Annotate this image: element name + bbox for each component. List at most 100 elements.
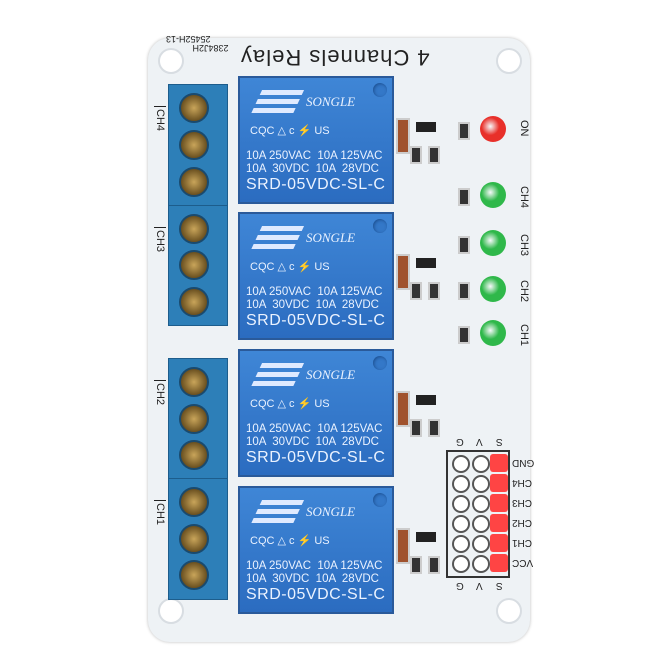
screw-icon[interactable]	[179, 403, 209, 434]
header-col-label: V	[476, 580, 483, 591]
header-row-label: GND	[512, 457, 535, 468]
resistor	[428, 556, 440, 574]
screw-icon[interactable]	[179, 440, 209, 471]
relay-spec: 10A 250VAC 10A 125VAC 10A 30VDC 10A 28VD…	[246, 423, 383, 448]
board-title: 4 Channels Relay	[240, 45, 430, 70]
header-pin[interactable]	[452, 535, 470, 553]
diode	[396, 254, 410, 290]
channel-label: CH4	[154, 106, 166, 132]
resistor	[458, 326, 470, 344]
relay-dimple	[373, 83, 387, 97]
board-code-line: 2384J2H	[192, 43, 229, 53]
led-indicator	[480, 230, 506, 256]
header-pin[interactable]	[472, 455, 490, 473]
header-pin-signal[interactable]	[490, 494, 508, 512]
led-label: CH3	[518, 234, 530, 257]
resistor	[458, 282, 470, 300]
led-label: CH2	[518, 280, 530, 303]
transistor	[416, 258, 436, 268]
header-pin[interactable]	[452, 555, 470, 573]
mount-hole	[496, 48, 522, 74]
header-pin[interactable]	[452, 515, 470, 533]
header-pin[interactable]	[472, 495, 490, 513]
header-pin-signal[interactable]	[490, 454, 508, 472]
channel-label: CH3	[154, 227, 166, 253]
resistor	[458, 122, 470, 140]
screw-icon[interactable]	[179, 130, 209, 160]
header-pin[interactable]	[452, 455, 470, 473]
screw-terminal[interactable]	[168, 478, 228, 600]
led-indicator	[480, 276, 506, 302]
screw-icon[interactable]	[179, 487, 209, 517]
screw-icon[interactable]	[179, 523, 209, 554]
led-label: CH1	[518, 324, 530, 347]
pin-header[interactable]	[446, 450, 510, 578]
relay-certs: CQC △ c ⚡ US	[250, 125, 330, 137]
header-pin-signal[interactable]	[490, 514, 508, 532]
relay-dimple	[373, 219, 387, 233]
led-indicator	[480, 182, 506, 208]
relay-brand: SONGLE	[306, 230, 356, 245]
header-pin-signal[interactable]	[490, 474, 508, 492]
screw-icon[interactable]	[179, 250, 209, 281]
transistor	[416, 122, 436, 132]
relay-model: SRD-05VDC-SL-C	[246, 586, 386, 603]
relay-certs: CQC △ c ⚡ US	[250, 535, 330, 547]
relay: SONGLE CQC △ c ⚡ US 10A 250VAC 10A 125VA…	[238, 76, 394, 204]
relay-brand: SONGLE	[306, 94, 356, 109]
relay-dimple	[373, 493, 387, 507]
header-pin[interactable]	[472, 475, 490, 493]
resistor	[458, 188, 470, 206]
relay-dimple	[373, 356, 387, 370]
transistor	[416, 532, 436, 542]
led-indicator	[480, 320, 506, 346]
header-pin[interactable]	[472, 515, 490, 533]
relay-spec: 10A 250VAC 10A 125VAC 10A 30VDC 10A 28VD…	[246, 150, 383, 175]
header-pin-signal[interactable]	[490, 534, 508, 552]
header-row-label: VCC	[512, 557, 534, 568]
relay: SONGLE CQC △ c ⚡ US 10A 250VAC 10A 125VA…	[238, 349, 394, 477]
resistor	[428, 419, 440, 437]
relay-model: SRD-05VDC-SL-C	[246, 176, 386, 193]
relay: SONGLE CQC △ c ⚡ US 10A 250VAC 10A 125VA…	[238, 212, 394, 340]
screw-terminal[interactable]	[168, 205, 228, 326]
header-pin-signal[interactable]	[490, 554, 508, 572]
relay-certs: CQC △ c ⚡ US	[250, 261, 330, 273]
screw-icon[interactable]	[179, 167, 209, 197]
diode	[396, 391, 410, 427]
led-indicator	[480, 116, 506, 142]
mount-hole	[158, 598, 184, 624]
screw-icon[interactable]	[179, 214, 209, 244]
header-pin[interactable]	[472, 535, 490, 553]
resistor	[428, 146, 440, 164]
led-label: ON	[518, 120, 530, 137]
mount-hole	[496, 598, 522, 624]
header-col-label: G	[456, 580, 464, 591]
screw-terminal[interactable]	[168, 84, 228, 207]
resistor	[410, 556, 422, 574]
screw-icon[interactable]	[179, 560, 209, 591]
relay-spec: 10A 250VAC 10A 125VAC 10A 30VDC 10A 28VD…	[246, 560, 383, 585]
header-pin[interactable]	[452, 475, 470, 493]
screw-icon[interactable]	[179, 286, 209, 317]
relay-certs: CQC △ c ⚡ US	[250, 398, 330, 410]
header-row-label: CH1	[512, 537, 533, 548]
board-code-line: 25452H-13	[166, 34, 211, 44]
relay-model: SRD-05VDC-SL-C	[246, 312, 386, 329]
resistor	[458, 236, 470, 254]
header-col-label: S	[496, 580, 503, 591]
header-pin[interactable]	[472, 555, 490, 573]
screw-icon[interactable]	[179, 93, 209, 123]
led-label: CH4	[518, 186, 530, 209]
channel-label: CH2	[154, 380, 166, 406]
header-row-label: CH2	[512, 517, 533, 528]
songle-logo	[249, 363, 305, 389]
header-row-label: CH3	[512, 497, 533, 508]
screw-terminal[interactable]	[168, 358, 228, 480]
mount-hole	[158, 48, 184, 74]
screw-icon[interactable]	[179, 367, 209, 397]
header-pin[interactable]	[452, 495, 470, 513]
header-col-label: G	[456, 436, 464, 447]
header-col-label: S	[496, 436, 503, 447]
